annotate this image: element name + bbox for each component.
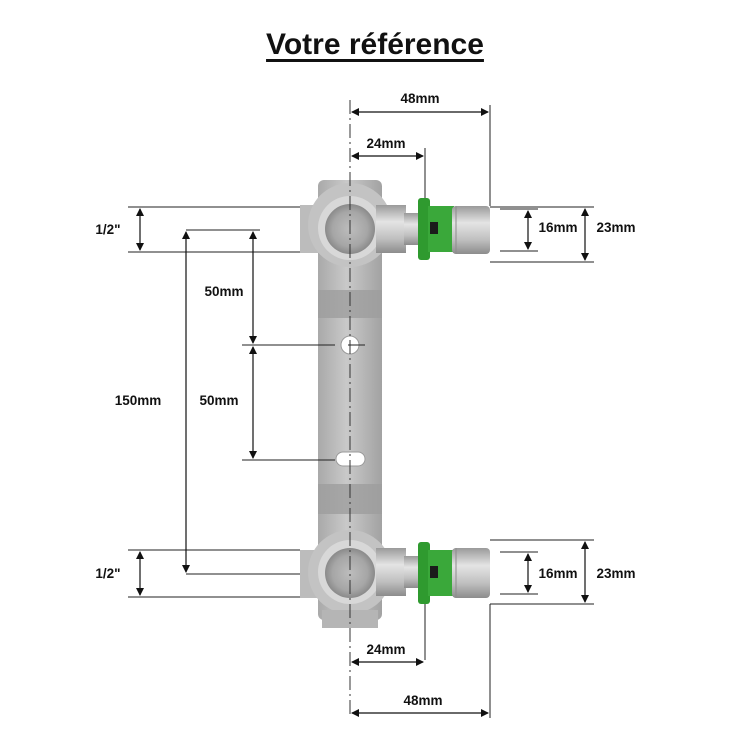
dim-label-spacing-lower: 50mm (199, 393, 238, 408)
dim-label-pipe-outer-top: 23mm (596, 220, 635, 235)
bottom-elbow (300, 530, 406, 628)
bottom-pipe-fitting (404, 542, 490, 604)
dim-label-bottom-48: 48mm (403, 693, 442, 708)
dim-label-spacing-upper: 50mm (204, 284, 243, 299)
top-elbow (300, 183, 406, 267)
dim-label-top-24: 24mm (366, 136, 405, 151)
extension-lines (128, 105, 594, 718)
dim-label-thread-bottom: 1/2" (95, 566, 120, 581)
dim-label-thread-top: 1/2" (95, 222, 120, 237)
dim-label-pipe-outer-bottom: 23mm (596, 566, 635, 581)
dim-label-pipe-inner-top: 16mm (538, 220, 577, 235)
page-title: Votre référence (266, 28, 484, 61)
dim-label-bottom-24: 24mm (366, 642, 405, 657)
dim-label-top-48: 48mm (400, 91, 439, 106)
top-pipe-fitting (404, 198, 490, 260)
dim-label-pipe-inner-bottom: 16mm (538, 566, 577, 581)
dimension-arrows (136, 108, 589, 717)
dim-label-center-distance: 150mm (115, 393, 162, 408)
